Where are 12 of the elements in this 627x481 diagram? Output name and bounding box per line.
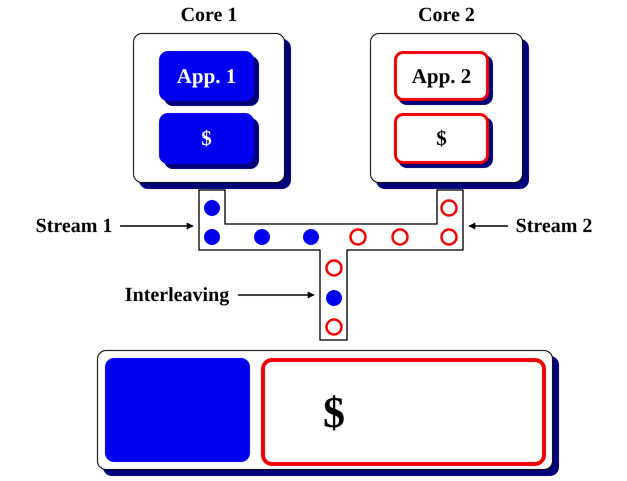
interleaving-label: Interleaving: [118, 282, 236, 308]
cache-partition: $: [261, 358, 546, 466]
cache-box: $: [159, 113, 254, 164]
stream-label: Stream 1: [30, 213, 118, 239]
core-title: Core 2: [417, 4, 476, 27]
arrow: [238, 292, 315, 298]
cache-partition: [105, 358, 250, 462]
arrow: [468, 222, 508, 230]
app-box: App. 1: [159, 51, 254, 101]
arrow: [120, 222, 194, 230]
core-title: Core 1: [180, 4, 238, 27]
stream-label: Stream 2: [510, 213, 598, 239]
